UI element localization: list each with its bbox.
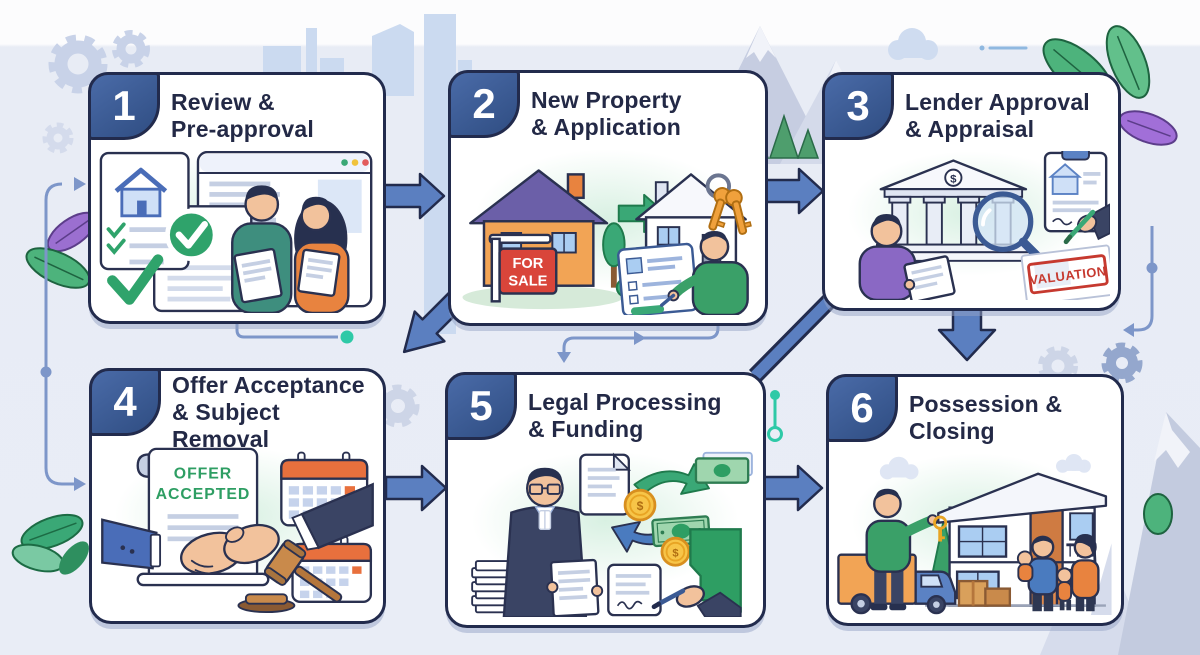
step-number-badge: 5 <box>445 372 517 440</box>
family-illustration <box>1016 534 1100 612</box>
leaf-icon <box>25 247 91 289</box>
step-number: 4 <box>113 378 137 425</box>
applicant-person <box>659 231 749 315</box>
step-title: Legal Processing & Funding <box>528 389 722 442</box>
gavel-icon <box>237 539 343 613</box>
gear-icon <box>1101 342 1143 384</box>
for-sale-sign: FOR SALE <box>488 233 558 303</box>
left-connector <box>40 177 86 491</box>
gear-icon <box>112 30 150 68</box>
step-title: Lender Approval & Appraisal <box>905 89 1090 142</box>
teal-mini-connector <box>767 390 783 442</box>
step-card-1: 1 Review & Pre-approval <box>88 72 386 324</box>
cloud-icon <box>879 453 1091 480</box>
step-number-badge: 1 <box>88 72 160 140</box>
step-card-2: 2 New Property & Application <box>448 70 768 326</box>
step-number: 3 <box>846 82 870 129</box>
step-number: 1 <box>112 82 136 129</box>
tree-icon <box>1143 493 1173 535</box>
document-icon <box>579 452 632 516</box>
valuation-stamp-icon: VALUATION <box>1020 244 1110 300</box>
leaf-icon <box>20 513 84 551</box>
step-number-badge: 6 <box>826 374 898 442</box>
lawyer-person <box>502 467 604 617</box>
appraisal-clipboard-icon <box>1043 151 1108 233</box>
band-step3-to-step5 <box>748 294 837 382</box>
leaf-icon <box>1105 25 1151 99</box>
step2-illustration: FOR SALE <box>459 149 757 315</box>
step-title: Offer Acceptance & Subject Removal <box>172 371 365 452</box>
keys-icon <box>705 173 752 235</box>
gear-icon <box>376 384 420 428</box>
right-connector <box>1123 226 1158 337</box>
handshake-icon <box>101 482 374 575</box>
calendar-icon <box>291 535 373 603</box>
arrow-step1-to-step2 <box>382 172 446 220</box>
key-handover-person <box>865 488 948 611</box>
step-number: 5 <box>469 382 493 429</box>
step5-illustration: $ $ <box>456 451 755 617</box>
dollar-symbol: $ <box>950 174 957 186</box>
step1-illustration <box>99 151 375 313</box>
step4-illustration: OFFER ACCEPTED <box>100 447 375 613</box>
step3-illustration: $ <box>833 151 1110 300</box>
step-title: Review & Pre-approval <box>171 89 315 142</box>
application-form-icon <box>617 242 699 315</box>
signing-document-icon <box>607 563 662 617</box>
leaf-icon <box>59 541 89 575</box>
teal-dot-connector <box>235 320 354 344</box>
arrow-step5-to-step6 <box>760 464 824 512</box>
leaf-icon <box>1118 110 1178 146</box>
arrow-step2-to-step3 <box>761 167 825 215</box>
checkmark-icon <box>107 254 164 305</box>
signing-hand-icon <box>651 585 742 617</box>
step-card-3: 3 Lender Approval & Appraisal $ <box>822 72 1121 311</box>
step-number-badge: 3 <box>822 72 894 140</box>
dollar-symbol: $ <box>637 499 644 513</box>
step-title: Possession & Closing <box>909 391 1063 444</box>
dash-accent <box>979 45 1028 51</box>
step-card-5: 5 Legal Processing & Funding <box>445 372 766 628</box>
step-card-6: 6 Possession & Closing <box>826 374 1124 626</box>
couple-illustration <box>231 185 350 313</box>
step-number-badge: 4 <box>89 368 161 436</box>
step-card-4: 4 Offer Acceptance & Subject Removal OFF… <box>89 368 386 624</box>
step-number-badge: 2 <box>448 70 520 138</box>
offer-accepted-text: OFFER <box>174 466 232 483</box>
cloud-icon <box>888 28 938 60</box>
signing-hand-icon <box>1063 203 1110 245</box>
step6-illustration <box>837 453 1113 615</box>
for-sale-text: FOR <box>512 256 543 272</box>
step-title: New Property & Application <box>531 87 682 140</box>
money-exchange-icon: $ $ <box>611 451 753 567</box>
offer-accepted-text: ACCEPTED <box>156 486 251 503</box>
appraiser-person <box>858 214 956 300</box>
gear-icon <box>42 122 74 154</box>
gear-icon <box>48 34 108 94</box>
approved-check-badge-icon <box>165 208 218 262</box>
step-number: 2 <box>472 80 496 127</box>
step-number: 6 <box>850 384 874 431</box>
dollar-symbol: $ <box>672 547 679 559</box>
for-sale-text: SALE <box>508 274 547 290</box>
boxes-icon <box>957 579 1012 607</box>
middle-connector <box>557 322 720 363</box>
arrow-step4-to-step5 <box>384 464 448 512</box>
